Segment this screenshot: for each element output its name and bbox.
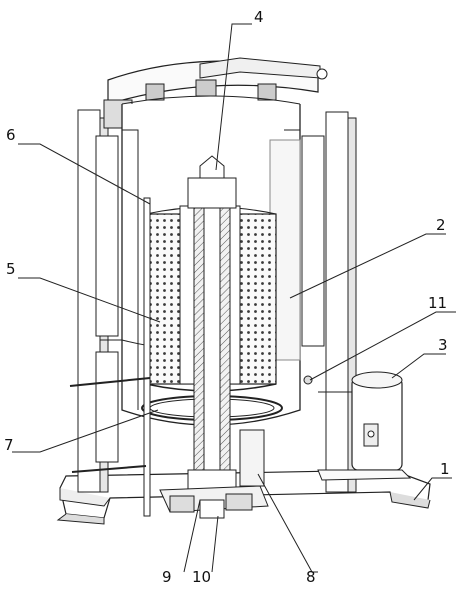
central-shaft	[187, 155, 237, 501]
label-3: 3	[438, 336, 448, 354]
label-9: 9	[162, 568, 172, 586]
label-4: 4	[254, 8, 264, 26]
frame-right	[301, 111, 357, 493]
label-11: 11	[428, 294, 448, 312]
support-rods	[69, 377, 151, 473]
label-7: 7	[4, 436, 14, 454]
discharge-valve	[303, 375, 313, 385]
label-8: 8	[306, 568, 316, 586]
label-5: 5	[6, 260, 16, 278]
label-2: 2	[436, 216, 446, 234]
label-10: 10	[192, 568, 212, 586]
feed-tube	[143, 197, 151, 517]
label-1: 1	[440, 460, 450, 478]
label-6: 6	[6, 126, 16, 144]
motor	[317, 371, 412, 481]
leader-lines	[12, 23, 456, 573]
